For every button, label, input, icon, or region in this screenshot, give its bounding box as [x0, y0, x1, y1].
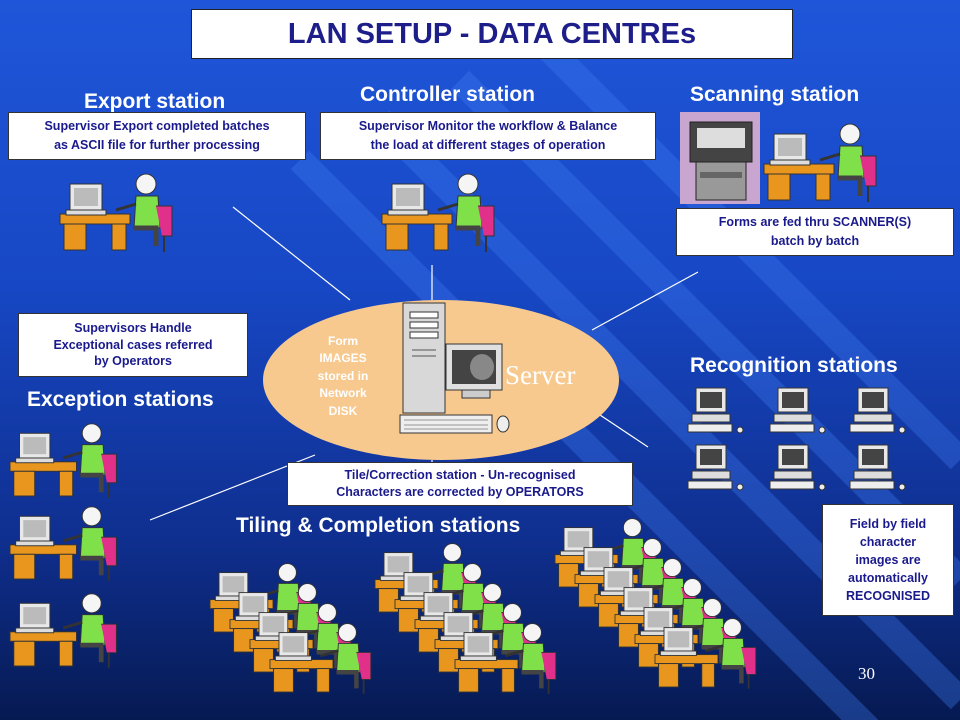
operator-workstation	[9, 593, 117, 668]
recognition-pc-icon	[769, 444, 826, 491]
recognition-pc-icon	[769, 387, 826, 434]
recognition-pc-icon	[687, 444, 744, 491]
form-line: IMAGES	[319, 351, 367, 366]
form-line: stored in	[317, 368, 369, 383]
line-scanning	[591, 271, 699, 331]
note-line: Tile/Correction station - Un-recognised	[344, 467, 576, 482]
recognition-note: Field by field character images are auto…	[822, 504, 954, 616]
scanning-station-heading: Scanning station	[690, 83, 860, 106]
recognition-pc-icon	[849, 387, 906, 434]
form-line: DISK	[328, 403, 358, 418]
recognition-pc-icon	[687, 387, 744, 434]
note-line: Supervisor Monitor the workflow & Balanc…	[358, 119, 618, 134]
operator-workstation	[269, 623, 372, 694]
controller-station-heading: Controller station	[360, 83, 536, 106]
operator-workstation	[454, 623, 557, 694]
note-line: images are	[855, 552, 921, 567]
note-line: by Operators	[94, 354, 172, 369]
export-note: Supervisor Export completed batches as A…	[8, 112, 306, 160]
operator-workstation	[9, 506, 117, 581]
note-line: Supervisors Handle	[74, 320, 192, 335]
controller-note: Supervisor Monitor the workflow & Balanc…	[320, 112, 656, 160]
note-line: Supervisor Export completed batches	[44, 119, 270, 134]
recognition-stations-heading: Recognition stations	[690, 354, 898, 377]
tile-correction-note: Tile/Correction station - Un-recognised …	[287, 462, 633, 506]
operator-workstation	[59, 173, 173, 252]
tiling-stations-heading: Tiling & Completion stations	[236, 514, 521, 537]
note-line: Field by field	[849, 516, 927, 531]
note-line: the load at different stages of operatio…	[370, 138, 606, 152]
exception-stations-heading: Exception stations	[27, 388, 214, 411]
note-line: RECOGNISED	[845, 589, 931, 604]
note-line: batch by batch	[770, 234, 860, 248]
server-label: Server	[505, 360, 576, 390]
operator-workstation	[763, 123, 877, 202]
note-line: character	[859, 534, 917, 549]
line-recognition	[599, 414, 649, 448]
scanning-note: Forms are fed thru SCANNER(S) batch by b…	[676, 208, 954, 256]
note-line: Forms are fed thru SCANNER(S)	[718, 215, 912, 230]
page-number: 30	[858, 664, 875, 683]
note-line: as ASCII file for further processing	[54, 138, 260, 152]
form-images-label: Form IMAGES stored in Network DISK	[310, 333, 376, 420]
note-line: automatically	[848, 571, 928, 586]
form-line: Form	[328, 334, 358, 348]
page-title: LAN SETUP - DATA CENTREs	[191, 9, 793, 59]
operator-workstation	[654, 618, 757, 689]
recognition-pc-icon	[849, 444, 906, 491]
exception-note: Supervisors Handle Exceptional cases ref…	[18, 313, 248, 377]
line-export	[232, 206, 351, 301]
note-line: Characters are corrected by OPERATORS	[336, 485, 584, 499]
operator-workstation	[9, 423, 117, 498]
form-line: Network	[319, 386, 367, 401]
note-line: Exceptional cases referred	[53, 337, 213, 352]
operator-workstation	[594, 558, 697, 629]
export-station-heading: Export station	[84, 90, 226, 113]
operator-workstation	[381, 173, 495, 252]
